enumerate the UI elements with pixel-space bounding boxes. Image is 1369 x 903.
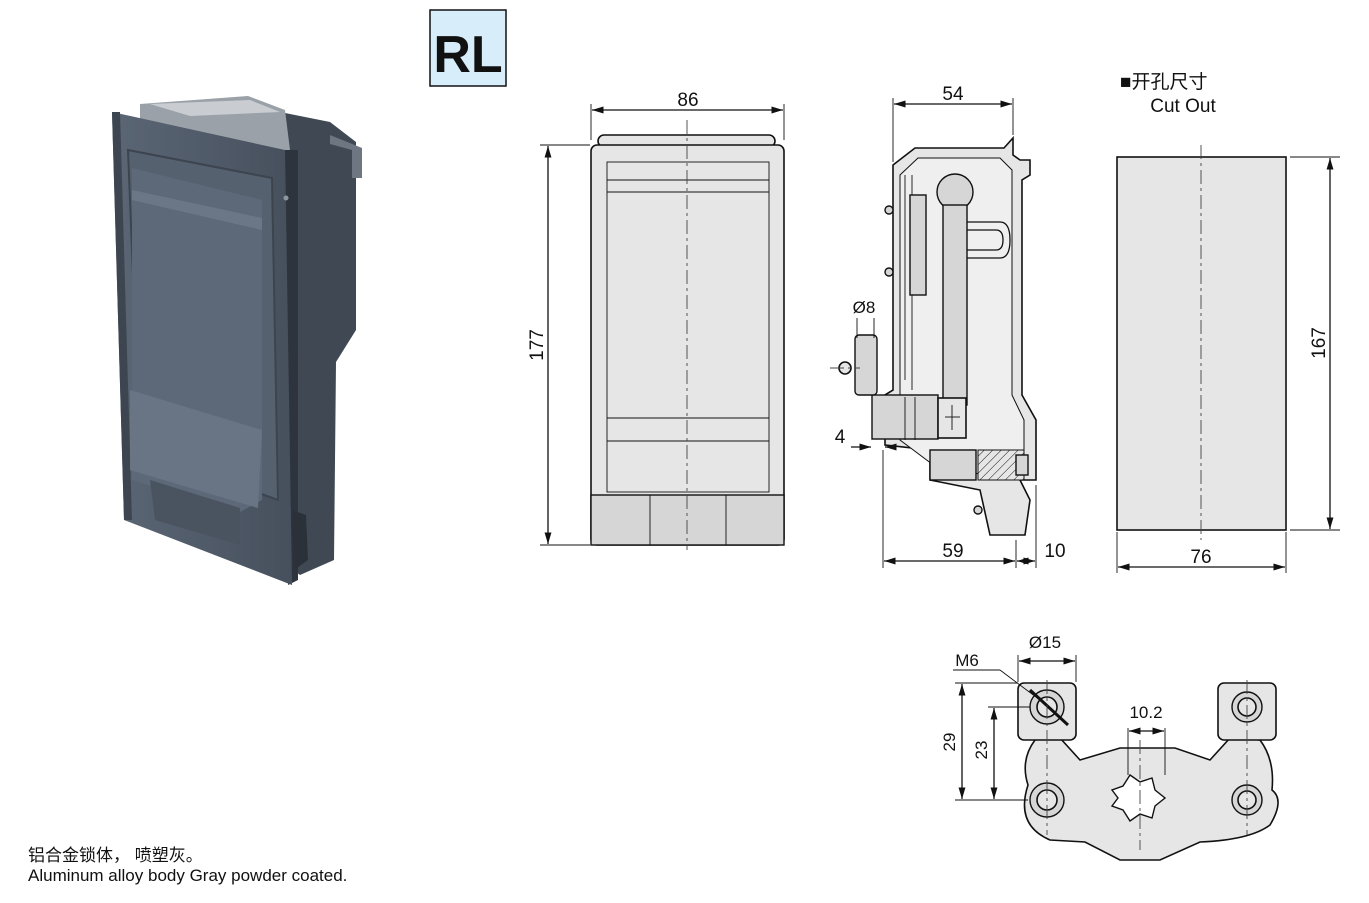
cutout-title-cn: ■开孔尺寸: [1120, 71, 1207, 93]
front-view: 86 177: [527, 90, 785, 550]
thread-label: M6: [955, 651, 979, 670]
side-offset-label: 4: [835, 427, 846, 448]
outer-height-label: 29: [940, 733, 959, 752]
side-body-depth-label: 59: [942, 541, 963, 562]
product-photo: [112, 96, 362, 585]
side-view: Ø8 54 4 59 10: [830, 84, 1066, 568]
cutout-height-label: 167: [1309, 327, 1330, 359]
front-height-label: 177: [527, 329, 548, 361]
material-note-cn: 铝合金锁体， 喷塑灰。: [28, 846, 203, 865]
side-depth-label: 54: [942, 84, 964, 105]
material-note-en: Aluminum alloy body Gray powder coated.: [28, 866, 348, 885]
cutout-width-label: 76: [1190, 547, 1211, 568]
pin-diameter-label: Ø8: [853, 298, 876, 317]
boss-diameter-label: Ø15: [1029, 633, 1061, 652]
material-note: 铝合金锁体， 喷塑灰。 Aluminum alloy body Gray pow…: [28, 846, 347, 886]
side-flange-label: 10: [1044, 541, 1065, 562]
cam-view: Ø15 M6 10.2 29 23: [940, 633, 1279, 861]
front-width-label: 86: [677, 90, 698, 111]
cutout-title-en: Cut Out: [1150, 96, 1216, 117]
cutout-view: ■开孔尺寸 Cut Out 167 76: [1116, 71, 1340, 573]
badge-text: RL: [433, 26, 502, 84]
square-size-label: 10.2: [1129, 703, 1162, 722]
inner-height-label: 23: [972, 741, 991, 760]
model-badge: RL: [429, 9, 507, 87]
